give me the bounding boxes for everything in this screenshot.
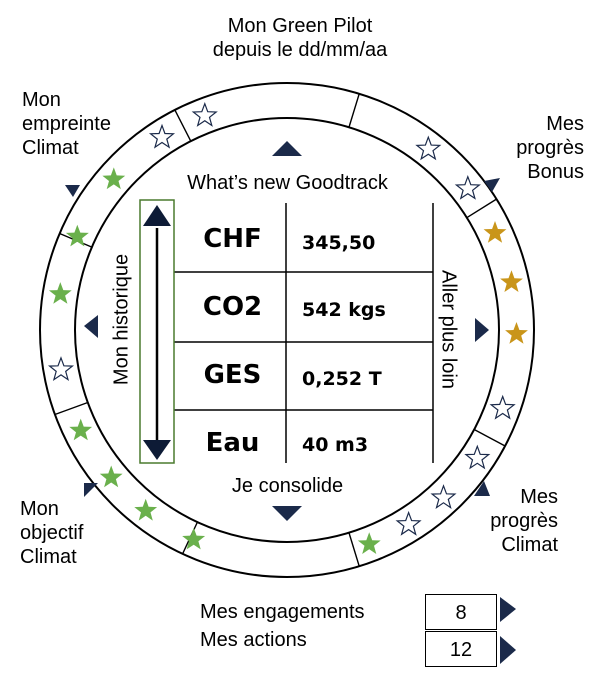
engagements-count[interactable]: 8	[425, 594, 497, 630]
green-star-icon	[65, 224, 89, 247]
label-line: Bonus	[527, 161, 584, 183]
engagements-label: Mes engagements	[200, 601, 365, 623]
header-line-1: Mon Green Pilot	[227, 15, 373, 37]
empty-star-icon	[430, 484, 457, 510]
aller-plus-loin-title[interactable]: Aller plus loin	[437, 270, 460, 389]
empty-star-icon	[454, 174, 481, 200]
engagements-arrow-icon[interactable]	[500, 597, 516, 622]
green-star-icon	[69, 418, 93, 441]
stats-table-grid	[174, 203, 434, 463]
label-line: Climat	[22, 137, 79, 159]
green-star-icon	[182, 527, 206, 550]
label-line: empreinte	[22, 113, 111, 135]
actions-count[interactable]: 12	[425, 631, 497, 667]
down-arrow-icon[interactable]	[272, 506, 302, 521]
green-star-icon	[48, 282, 72, 304]
empty-star-icon	[415, 135, 442, 161]
stat-value-eau: 40 m3	[302, 434, 369, 456]
label-line: Climat	[501, 534, 558, 556]
label-line: Mon	[20, 498, 59, 520]
actions-label: Mes actions	[200, 629, 307, 651]
label-mes-progres-bonus[interactable]: Mes progrès Bonus	[480, 112, 584, 184]
stat-value-ges: 0,252 T	[302, 368, 382, 390]
corner-arrow-top-right-icon[interactable]	[484, 178, 500, 192]
header-line-2: depuis le dd/mm/aa	[212, 39, 388, 61]
label-mon-objectif-climat[interactable]: Mon objectif Climat	[20, 497, 83, 569]
stat-value-chf: 345,50	[302, 232, 376, 254]
outer-ring	[39, 82, 535, 578]
stat-name-eau: Eau	[205, 428, 260, 458]
empty-star-icon	[464, 444, 491, 470]
ring-stars	[47, 101, 528, 554]
scroll-up-icon[interactable]	[143, 205, 171, 226]
empty-star-icon	[47, 356, 75, 382]
label-line: progrès	[516, 137, 584, 159]
green-star-icon	[102, 167, 126, 190]
stat-value-co2: 542 kgs	[302, 299, 386, 321]
green-star-icon	[134, 498, 158, 521]
corner-arrow-bottom-right-icon[interactable]	[474, 481, 490, 496]
green-star-icon	[357, 532, 381, 554]
actions-arrow-icon[interactable]	[500, 636, 516, 664]
gold-star-icon	[483, 221, 507, 243]
gold-star-icon	[505, 322, 528, 344]
empty-star-icon	[395, 510, 422, 536]
label-line: objectif	[20, 522, 84, 544]
corner-arrow-bottom-left-icon[interactable]	[84, 483, 98, 497]
mon-historique-title[interactable]: Mon historique	[110, 253, 133, 386]
empty-star-icon	[191, 101, 218, 127]
up-arrow-icon[interactable]	[272, 141, 302, 156]
right-arrow-icon[interactable]	[475, 318, 489, 342]
stat-name-chf: CHF	[203, 224, 262, 254]
label-mon-empreinte-climat[interactable]: Mon empreinte Climat	[22, 88, 111, 160]
je-consolide-title[interactable]: Je consolide	[231, 475, 344, 497]
header-title: Mon Green Pilot depuis le dd/mm/aa	[150, 14, 450, 62]
gold-star-icon	[500, 270, 523, 292]
left-arrow-icon[interactable]	[84, 315, 98, 338]
whats-new-title[interactable]: What’s new Goodtrack	[187, 172, 388, 194]
stat-name-ges: GES	[203, 360, 262, 390]
green-star-icon	[99, 465, 123, 488]
label-line: Mes	[546, 113, 584, 135]
corner-arrow-top-left-icon[interactable]	[65, 185, 80, 197]
empty-star-icon	[148, 123, 176, 149]
label-line: Climat	[20, 546, 77, 568]
scroll-down-icon[interactable]	[143, 440, 171, 460]
label-line: Mes	[520, 486, 558, 508]
label-line: Mon	[22, 89, 61, 111]
label-line: progrès	[490, 510, 558, 532]
label-mes-progres-climat[interactable]: Mes progrès Climat	[460, 485, 558, 557]
empty-star-icon	[489, 394, 516, 420]
stat-name-co2: CO2	[202, 292, 263, 322]
history-scrollbar[interactable]	[139, 199, 175, 464]
